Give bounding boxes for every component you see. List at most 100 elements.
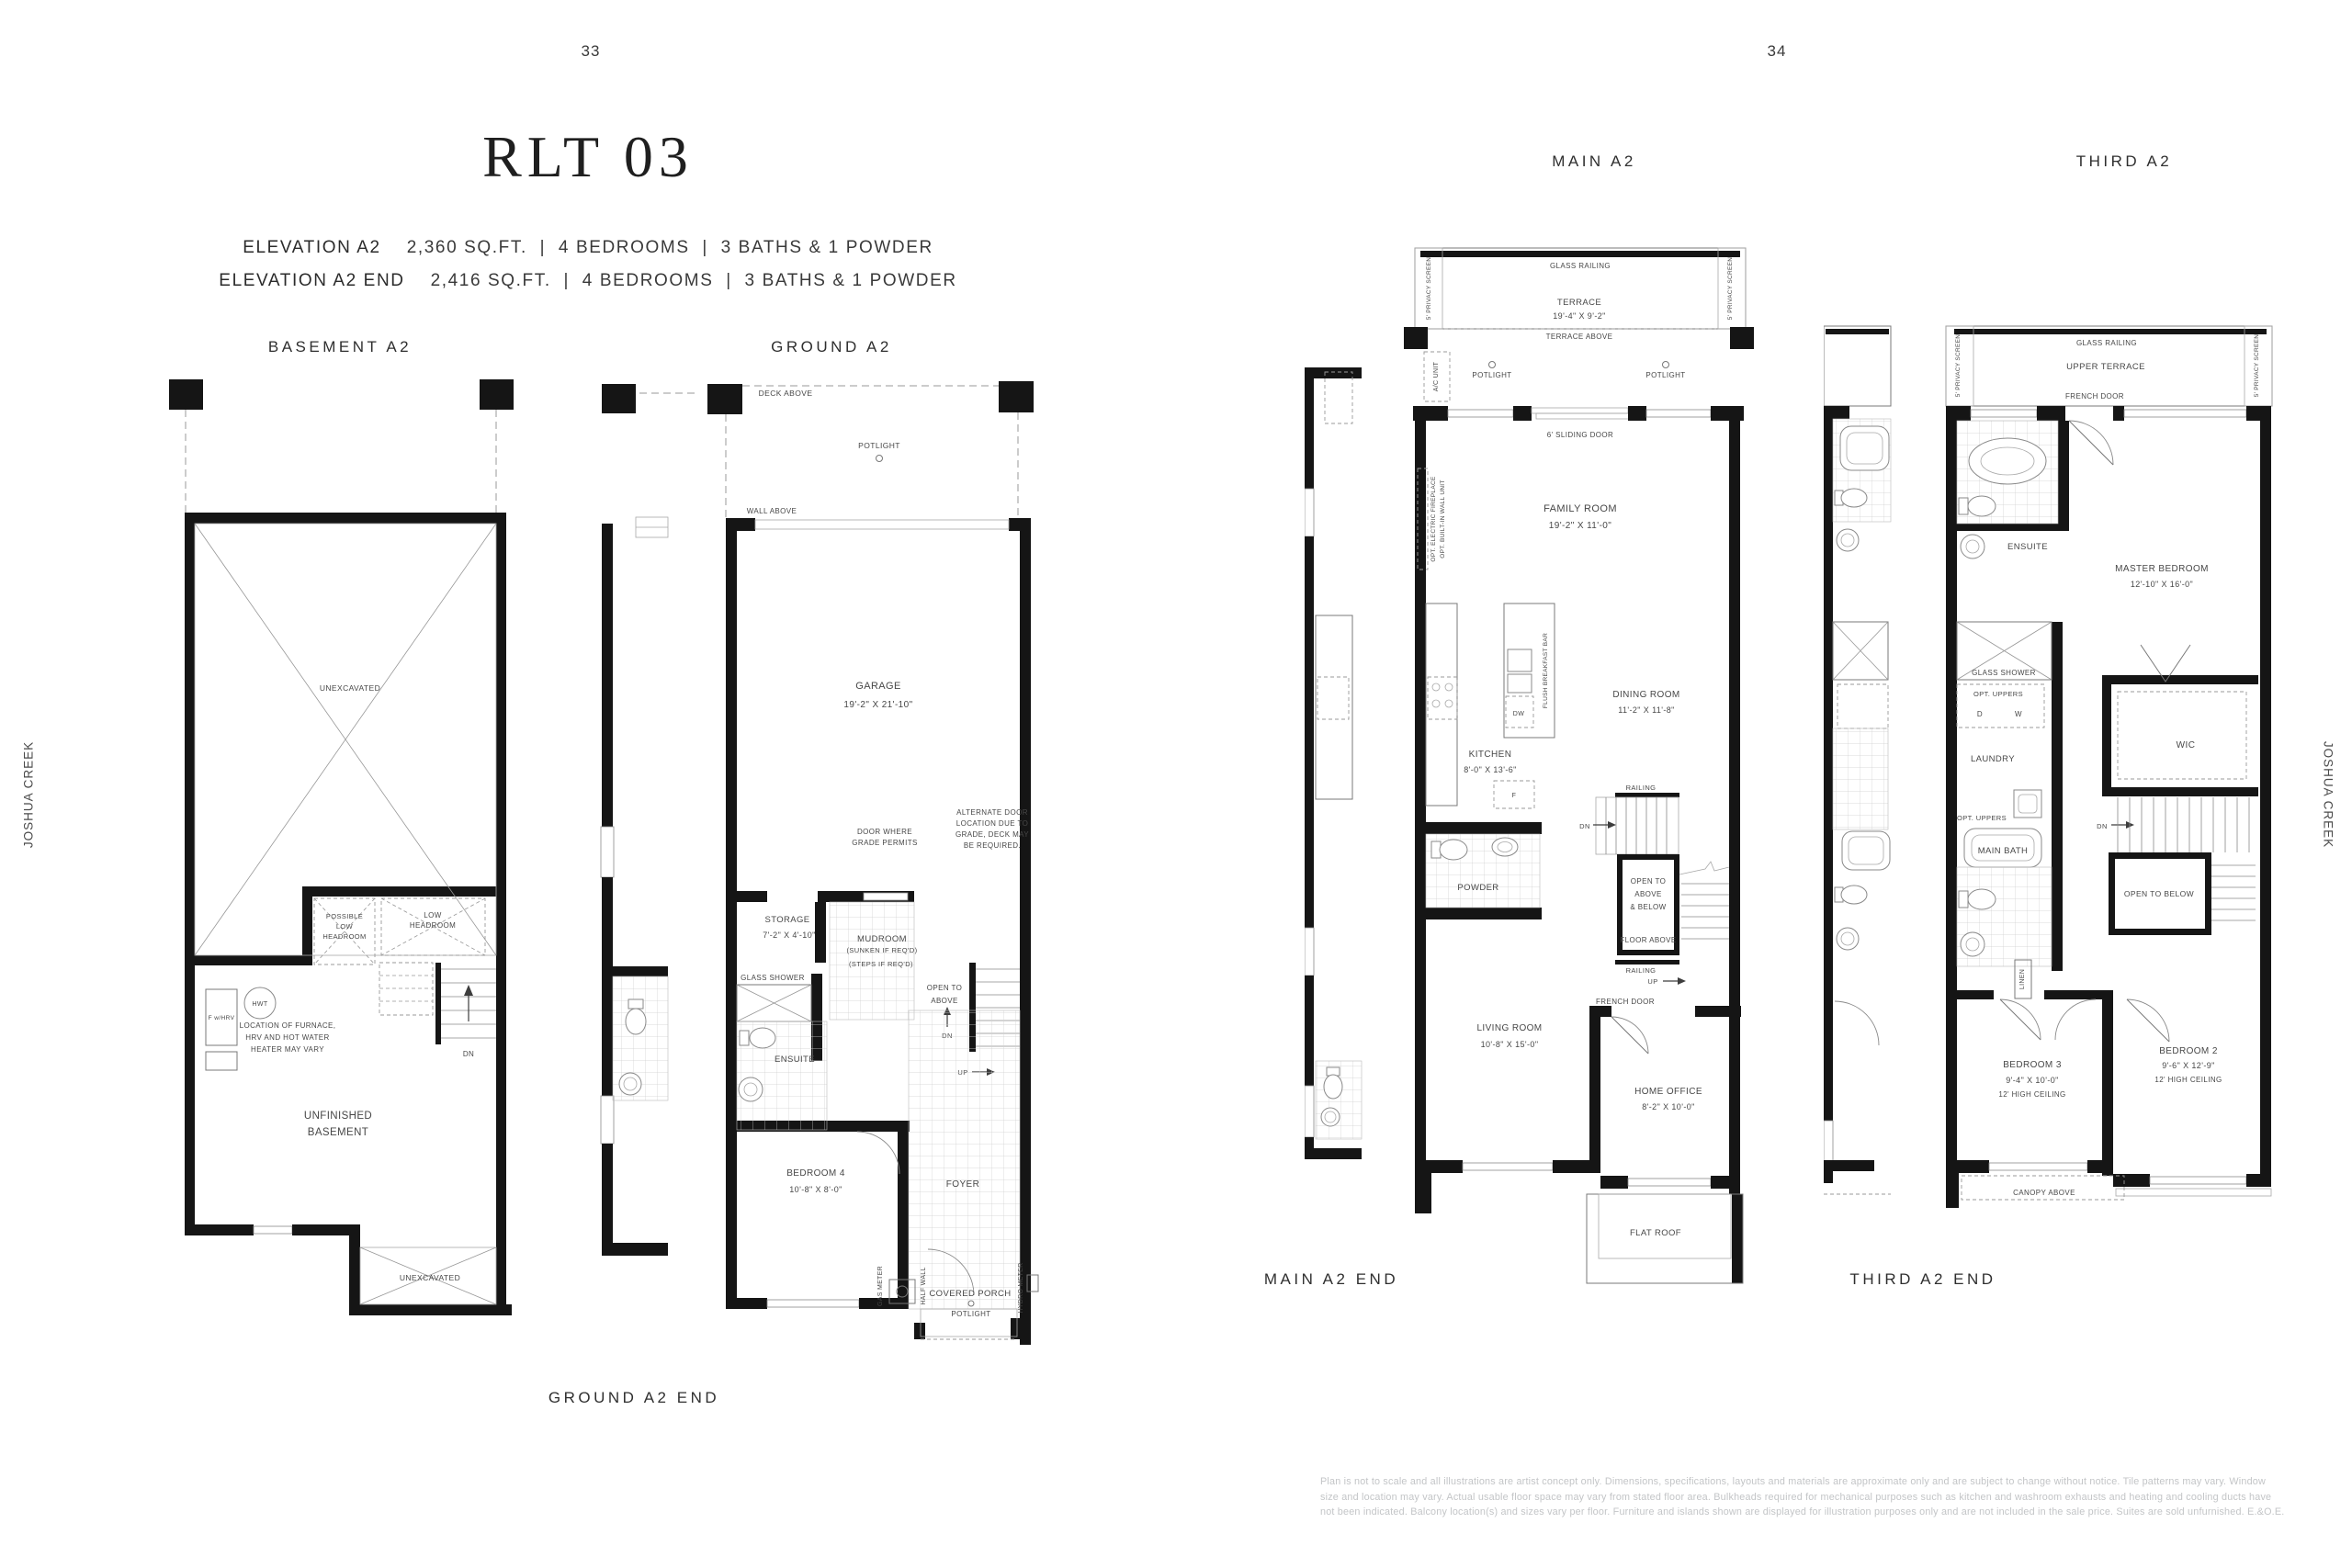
disclaimer-line: not been indicated. Balcony location(s) … bbox=[1320, 1506, 2285, 1517]
flat-roof bbox=[1586, 1193, 1744, 1284]
unexcavated-annex bbox=[359, 1247, 497, 1305]
bedroom2-dims: 9'-6" X 12'-9" bbox=[2162, 1061, 2214, 1070]
basement-walls bbox=[169, 379, 514, 1315]
door-note: GRADE PERMITS bbox=[852, 839, 917, 847]
porch-potlight-label: POTLIGHT bbox=[951, 1310, 990, 1318]
ac-unit-label: A/C UNIT bbox=[1433, 361, 1440, 391]
opt-fireplace-label: OPT. ELECTRIC FIREPLACE bbox=[1430, 476, 1437, 562]
washer-label: W bbox=[2015, 710, 2022, 718]
french-door-swing bbox=[2068, 420, 2114, 466]
open-to-below-label: OPEN TO BELOW bbox=[2124, 889, 2194, 898]
disclaimer: Plan is not to scale and all illustratio… bbox=[1320, 1474, 2284, 1520]
unexcavated-label: UNEXCAVATED bbox=[320, 683, 380, 693]
wic-shelving bbox=[2117, 691, 2247, 780]
basement-floorplan: UNEXCAVATED POSSIBLE LOW HEADROOM LOW HE… bbox=[169, 379, 514, 1315]
bathtub-icon bbox=[1968, 437, 2047, 485]
open-to-above-label: OPEN TO bbox=[927, 984, 963, 992]
wall-above-label: WALL ABOVE bbox=[747, 507, 797, 515]
half-wall-label: HALF WALL bbox=[921, 1267, 927, 1304]
sliding-door-label: 6' SLIDING DOOR bbox=[1547, 431, 1613, 439]
terrace-above-label: TERRACE ABOVE bbox=[1546, 333, 1613, 341]
linen-label: LINEN bbox=[2019, 969, 2026, 989]
door-swing bbox=[927, 1248, 975, 1296]
garage-dims: 19'-2" X 21'-10" bbox=[843, 700, 912, 710]
shower bbox=[1956, 621, 2052, 681]
covered-porch bbox=[920, 1308, 1018, 1340]
caption-ground-end: GROUND A2 END bbox=[548, 1389, 720, 1406]
french-door-label: FRENCH DOOR bbox=[1596, 998, 1655, 1006]
gas-meter bbox=[888, 1279, 916, 1304]
spec-line-elevation-a2-end: ELEVATION A2 END 2,416 SQ.FT. | 4 BEDROO… bbox=[83, 271, 1093, 291]
main-plan-walls bbox=[1404, 327, 1754, 1283]
side-text-joshua-creek-left: JOSHUA CREEK bbox=[21, 740, 36, 849]
opt-uppers-label: OPT. UPPERS bbox=[1957, 814, 2007, 822]
mudroom-label: MUDROOM bbox=[857, 934, 907, 944]
mudroom-tile-floor bbox=[829, 901, 915, 1021]
main-stairs-upper bbox=[1593, 796, 1679, 855]
open-above-below-label: ABOVE bbox=[1634, 890, 1662, 898]
up-arrow bbox=[1663, 977, 1686, 985]
page-number-right: 34 bbox=[1767, 42, 1787, 60]
door-leaf bbox=[1999, 998, 2041, 1041]
shower bbox=[1832, 621, 1889, 681]
basement-stairs bbox=[379, 962, 496, 1044]
bedroom3-ceiling-note: 12' HIGH CEILING bbox=[1998, 1090, 2065, 1099]
possible-low-headroom-label: LOW bbox=[336, 922, 354, 931]
bathtub-icon bbox=[1839, 425, 1890, 471]
potlight-label: POTLIGHT bbox=[1645, 371, 1685, 379]
glass-railing-label: GLASS RAILING bbox=[2076, 339, 2137, 347]
disclaimer-line: Plan is not to scale and all illustratio… bbox=[1320, 1476, 2267, 1487]
living-room-label: LIVING ROOM bbox=[1476, 1023, 1542, 1033]
ground-main-plan bbox=[707, 381, 1034, 1345]
privacy-screen-label: 5' PRIVACY SCREEN bbox=[1727, 257, 1734, 321]
caption-main-end: MAIN A2 END bbox=[1263, 1270, 1399, 1288]
spec-details: 2,360 SQ.FT. | 4 BEDROOMS | 3 BATHS & 1 … bbox=[406, 238, 933, 257]
unfinished-basement-label: UNFINISHED bbox=[304, 1111, 372, 1122]
dryer-label: D bbox=[1977, 710, 1983, 718]
toilet-icon bbox=[1323, 1066, 1343, 1100]
sink-icon bbox=[1836, 528, 1860, 552]
open-above-below-label: & BELOW bbox=[1630, 903, 1666, 911]
privacy-screen-label: 5' PRIVACY SCREEN bbox=[1955, 334, 1962, 398]
f-hrv-label: F w/HRV bbox=[209, 1015, 235, 1021]
potlight-icon bbox=[1488, 361, 1496, 368]
potlight-icon bbox=[1662, 361, 1669, 368]
glass-shower-label: GLASS SHOWER bbox=[1972, 669, 2036, 677]
french-door-label: FRENCH DOOR bbox=[2065, 392, 2124, 400]
ensuite-label: ENSUITE bbox=[775, 1055, 815, 1065]
upper-terrace-label: UPPER TERRACE bbox=[2066, 362, 2145, 372]
door-swing bbox=[2054, 998, 2097, 1041]
flat-roof-label: FLAT ROOF bbox=[1630, 1228, 1681, 1238]
furnace-note: HRV AND HOT WATER bbox=[245, 1033, 329, 1042]
door-note: DOOR WHERE bbox=[857, 828, 912, 836]
toilet-icon bbox=[1958, 888, 1996, 910]
sink-icon bbox=[1491, 837, 1519, 857]
railing-label: RAILING bbox=[1626, 784, 1657, 792]
opt-wall-unit-label: OPT. BUILT-IN WALL UNIT bbox=[1440, 479, 1446, 558]
fridge-label: F bbox=[1512, 793, 1517, 799]
potlight-label: POTLIGHT bbox=[858, 441, 900, 450]
dn-label: DN bbox=[463, 1050, 474, 1058]
door-leaf bbox=[2126, 998, 2170, 1043]
dn-arrow bbox=[2111, 821, 2134, 829]
open-to-above-label: ABOVE bbox=[931, 997, 958, 1005]
canopy-outline bbox=[1961, 1175, 2125, 1201]
main-terrace bbox=[1414, 247, 1747, 330]
caption-main: MAIN A2 bbox=[1552, 152, 1636, 170]
railing bbox=[1615, 960, 1679, 964]
dining-room-dims: 11'-2" X 11'-8" bbox=[1618, 705, 1675, 715]
hydro-meter-label: HYDRO METER bbox=[1018, 1262, 1024, 1313]
possible-low-headroom-label: POSSIBLE bbox=[326, 912, 363, 920]
page-title: RLT 03 bbox=[482, 124, 694, 189]
dn-label: DN bbox=[2097, 822, 2108, 830]
alt-door-note: ALTERNATE DOOR bbox=[956, 808, 1028, 817]
master-bedroom-label: MASTER BEDROOM bbox=[2115, 564, 2209, 574]
bedroom3-label: BEDROOM 3 bbox=[2003, 1060, 2062, 1070]
door-swing bbox=[1611, 1016, 1649, 1055]
alt-door-note: LOCATION DUE TO bbox=[956, 819, 1028, 828]
furnace-hrv-unit bbox=[205, 988, 238, 1071]
spec-name: ELEVATION A2 bbox=[243, 238, 381, 257]
garage-label: GARAGE bbox=[855, 681, 900, 692]
bedroom2-label: BEDROOM 2 bbox=[2159, 1046, 2218, 1056]
